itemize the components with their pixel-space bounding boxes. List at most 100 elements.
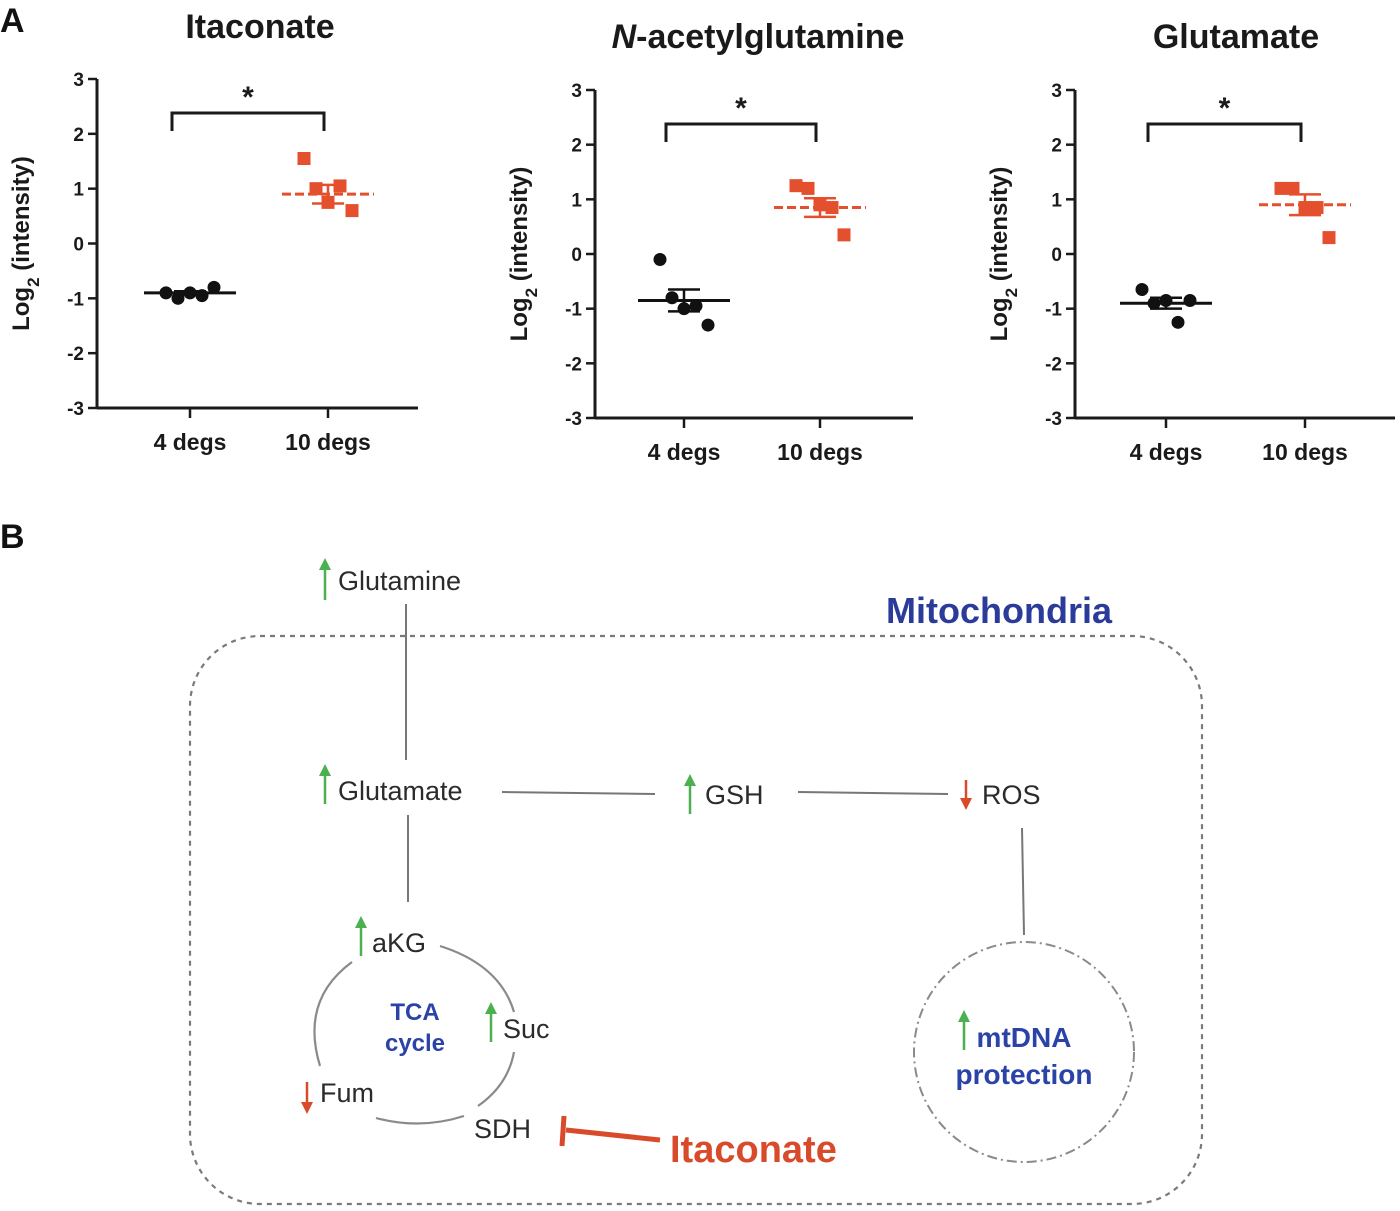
y-label-subscript: 2 xyxy=(522,288,541,297)
data-point-square xyxy=(801,181,815,195)
itaconate-inhibitor-label: Itaconate xyxy=(670,1129,837,1171)
data-point-circle xyxy=(665,291,679,305)
mtdna-label-line2: protection xyxy=(956,1059,1093,1090)
y-tick-label: -2 xyxy=(1045,354,1062,375)
y-tick-label: -3 xyxy=(1045,409,1062,430)
data-point-square xyxy=(345,204,359,218)
mitochondria-compartment xyxy=(188,634,1204,1206)
y-label-part: (intensity) xyxy=(506,167,533,288)
up-arrow-icon xyxy=(958,1010,970,1050)
y-axis-label: Log2 (intensity) xyxy=(506,167,541,342)
x-category-label: 4 degs xyxy=(154,429,227,455)
y-tick-label: -3 xyxy=(67,399,84,420)
y-tick-label: -1 xyxy=(565,300,582,321)
data-point-circle xyxy=(1183,293,1197,307)
x-category-label: 10 degs xyxy=(1262,439,1348,465)
y-label-part: Log xyxy=(986,297,1013,341)
chart-itaconate: Itaconate 3 2 1 0 -1 -2 -3 Log2 (intensity) 4 deg… xyxy=(8,8,418,455)
data-point-square xyxy=(1274,181,1288,195)
significance-bracket xyxy=(664,122,818,142)
mitochondria-label: Mitochondria xyxy=(886,590,1113,631)
up-arrow-icon xyxy=(684,774,696,814)
pathway-diagram: Mitochondria xyxy=(188,558,1204,1206)
y-tick-label: 1 xyxy=(1051,190,1062,211)
tca-cycle-arc-left xyxy=(313,961,353,1067)
data-point-circle xyxy=(689,299,703,313)
y-tick-label: 3 xyxy=(73,70,84,91)
significance-marker: * xyxy=(735,92,747,125)
y-label-part: (intensity) xyxy=(986,167,1013,288)
up-arrow-icon xyxy=(319,764,331,804)
data-point-circle xyxy=(207,280,221,294)
significance-bracket xyxy=(170,111,326,131)
data-point-square xyxy=(1310,201,1324,215)
fum-label: Fum xyxy=(320,1078,374,1108)
tca-cycle-arc-top xyxy=(439,944,516,1013)
data-point-square xyxy=(1322,231,1336,245)
y-tick-label: -2 xyxy=(67,344,84,365)
data-point-square xyxy=(837,228,851,242)
data-point-square xyxy=(789,179,803,193)
data-point-circle xyxy=(653,252,667,266)
chart-title-rest: -acetylglutamine xyxy=(636,18,904,56)
up-arrow-icon xyxy=(319,558,331,600)
y-tick-label: -3 xyxy=(565,409,582,430)
gsh-ros-link xyxy=(797,791,949,795)
panel-a-label: A xyxy=(0,2,25,40)
tca-cycle-arc-right xyxy=(477,1051,516,1107)
chart-title-italic: N xyxy=(612,18,638,56)
ros-label: ROS xyxy=(982,780,1041,810)
y-label-part: Log xyxy=(506,297,533,341)
mtdna-label-line1: mtDNA xyxy=(977,1022,1072,1053)
y-tick-label: 1 xyxy=(73,180,84,201)
y-tick-label: 0 xyxy=(1051,245,1062,266)
chart-title: Glutamate xyxy=(1153,18,1319,56)
suc-label: Suc xyxy=(503,1014,550,1044)
x-category-label: 10 degs xyxy=(777,439,863,465)
y-tick-label: -1 xyxy=(1045,300,1062,321)
y-tick-label: -1 xyxy=(67,289,84,310)
mtdna-circle xyxy=(913,941,1135,1163)
panel-b-label: B xyxy=(0,518,25,556)
y-axis-label: Log2 (intensity) xyxy=(8,156,43,331)
significance-bracket xyxy=(1146,122,1303,142)
glutamine-label: Glutamine xyxy=(338,566,461,596)
significance-marker: * xyxy=(242,81,254,114)
chart-title: N-acetylglutamine xyxy=(612,18,905,56)
y-tick-label: 2 xyxy=(1051,136,1062,157)
y-label-part: Log xyxy=(8,287,35,331)
data-point-square xyxy=(1286,181,1300,195)
y-tick-label: 2 xyxy=(571,136,582,157)
down-arrow-icon xyxy=(960,780,972,810)
data-point-circle xyxy=(1171,315,1185,329)
y-tick-label: 0 xyxy=(73,235,84,256)
itaconate-inhibition-bar xyxy=(559,1115,567,1147)
y-label-subscript: 2 xyxy=(24,277,43,286)
ros-mtdna-link xyxy=(1021,827,1025,936)
data-point-square xyxy=(297,152,311,166)
y-tick-label: 1 xyxy=(571,190,582,211)
itaconate-inhibition-line xyxy=(565,1127,661,1143)
chart-title: Itaconate xyxy=(185,8,334,46)
glutamate-gsh-link xyxy=(501,791,656,795)
sdh-label: SDH xyxy=(474,1114,531,1144)
up-arrow-icon xyxy=(485,1002,497,1042)
y-tick-label: -2 xyxy=(565,354,582,375)
significance-marker: * xyxy=(1219,92,1231,125)
tca-cycle-label-line1: TCA xyxy=(390,999,439,1026)
y-tick-label: 3 xyxy=(1051,81,1062,102)
y-tick-label: 3 xyxy=(571,81,582,102)
y-label-part: (intensity) xyxy=(8,156,35,277)
x-category-label: 4 degs xyxy=(648,439,721,465)
tca-cycle-label-line2: cycle xyxy=(385,1030,445,1057)
y-tick-label: 0 xyxy=(571,245,582,266)
gsh-label: GSH xyxy=(705,780,764,810)
down-arrow-icon xyxy=(301,1082,313,1114)
y-axis-label: Log2 (intensity) xyxy=(986,167,1021,342)
akg-label: aKG xyxy=(372,928,426,958)
glutamate-label: Glutamate xyxy=(338,776,463,806)
data-point-circle xyxy=(1135,283,1149,297)
